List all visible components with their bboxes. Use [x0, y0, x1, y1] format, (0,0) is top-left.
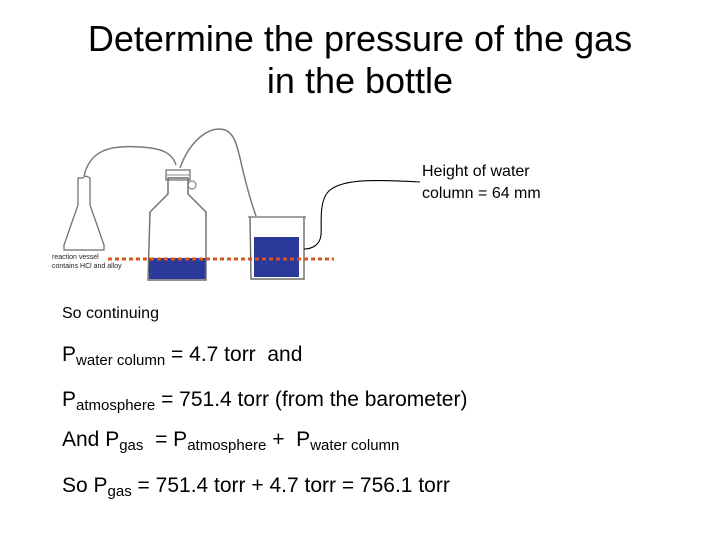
beaker-water	[254, 237, 299, 277]
equation-water-column: Pwater column = 4.7 torr and	[62, 343, 302, 369]
eq3-prefix: And P	[62, 428, 120, 451]
vessel-caption-line-2: contains HCl and alloy	[52, 263, 122, 270]
outlet-tube	[179, 128, 257, 217]
eq3-subscript-water-column: water column	[310, 437, 400, 454]
vessel-caption: reaction vessel contains HCl and alloy	[52, 253, 122, 271]
eq1-subscript: water column	[76, 352, 166, 369]
eq4-subscript: gas	[107, 483, 132, 500]
eq1-symbol: P	[62, 343, 77, 366]
eq2-rest: = 751.4 torr (from the barometer)	[155, 388, 468, 411]
callout-line-2: column = 64 mm	[422, 185, 541, 202]
eq4-rest: = 751.4 torr + 4.7 torr = 756.1 torr	[131, 474, 450, 497]
equation-atmosphere: Patmosphere = 751.4 torr (from the barom…	[62, 388, 467, 414]
so-continuing-label: So continuing	[62, 305, 159, 322]
eq3-subscript-atmosphere: atmosphere	[187, 437, 267, 454]
eq3-subscript-gas: gas	[119, 437, 144, 454]
bottle-water	[149, 258, 206, 279]
gas-bottle	[147, 169, 207, 281]
eq3-mid-2: + P	[266, 428, 311, 451]
vessel-caption-line-1: reaction vessel	[52, 254, 99, 261]
callout-leader-line	[303, 179, 421, 250]
eq2-symbol: P	[62, 388, 77, 411]
equation-result: So Pgas = 751.4 torr + 4.7 torr = 756.1 …	[62, 474, 450, 500]
eq2-subscript: atmosphere	[76, 397, 156, 414]
eq1-rest: = 4.7 torr and	[165, 343, 303, 366]
beaker	[248, 216, 306, 280]
slide-title: Determine the pressure of the gas in the…	[0, 18, 720, 102]
eq3-mid-1: = P	[143, 428, 188, 451]
title-line-1: Determine the pressure of the gas	[87, 18, 633, 59]
callout-line-1: Height of water	[422, 163, 530, 180]
title-line-2: in the bottle	[266, 60, 454, 101]
eq4-prefix: So P	[62, 474, 108, 497]
water-column-callout: Height of water column = 64 mm	[422, 161, 541, 205]
equation-gas-sum: And Pgas = Patmosphere + Pwater column	[62, 428, 399, 454]
connecting-tube	[83, 145, 177, 177]
reaction-vessel-flask	[63, 175, 105, 251]
